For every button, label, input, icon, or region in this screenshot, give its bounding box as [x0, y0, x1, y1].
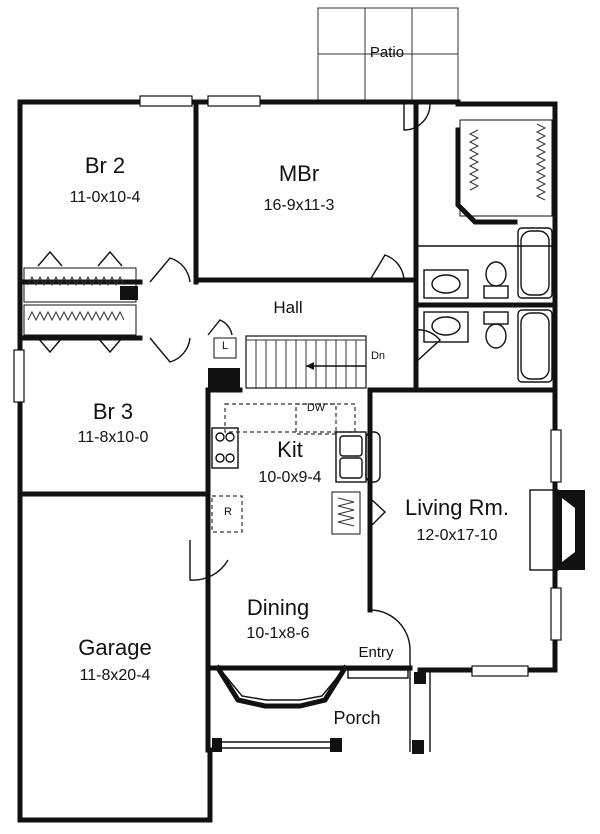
- garage-dimensions: 11-8x20-4: [79, 667, 151, 684]
- fireplace: [529, 489, 585, 571]
- entry-label: Entry: [358, 644, 394, 661]
- linen-label: L: [221, 340, 229, 352]
- hall-label: Hall: [273, 298, 303, 317]
- dining-dimensions: 10-1x8-6: [246, 625, 310, 642]
- dining-label: Dining: [246, 595, 310, 620]
- refrigerator-label: R: [224, 506, 232, 518]
- kitchen-label: Kit: [277, 437, 303, 462]
- patio-label: Patio: [369, 44, 405, 61]
- kitchen-fixtures: [211, 403, 381, 533]
- br3-dimensions: 11-8x10-0: [77, 429, 149, 446]
- windows: [13, 95, 562, 677]
- stairs-down-label: Dn: [370, 350, 386, 362]
- garage-label: Garage: [78, 635, 152, 660]
- living-room-label: Living Rm.: [405, 495, 509, 520]
- kitchen-dimensions: 10-0x9-4: [258, 469, 322, 486]
- mbr-label: MBr: [278, 161, 320, 186]
- closets: [23, 119, 553, 535]
- mbr-dimensions: 16-9x11-3: [263, 197, 335, 214]
- living-room-dimensions: 12-0x17-10: [416, 527, 498, 544]
- br3-label: Br 3: [92, 399, 134, 424]
- bathrooms: [416, 227, 555, 383]
- porch-label: Porch: [333, 708, 381, 728]
- doors: [149, 103, 441, 669]
- exterior-walls: [17, 99, 558, 823]
- br2-label: Br 2: [84, 153, 126, 178]
- stairs: [208, 335, 367, 390]
- bay-and-porch: [212, 664, 431, 754]
- dishwasher-label: DW: [306, 402, 326, 414]
- br2-dimensions: 11-0x10-4: [69, 189, 141, 206]
